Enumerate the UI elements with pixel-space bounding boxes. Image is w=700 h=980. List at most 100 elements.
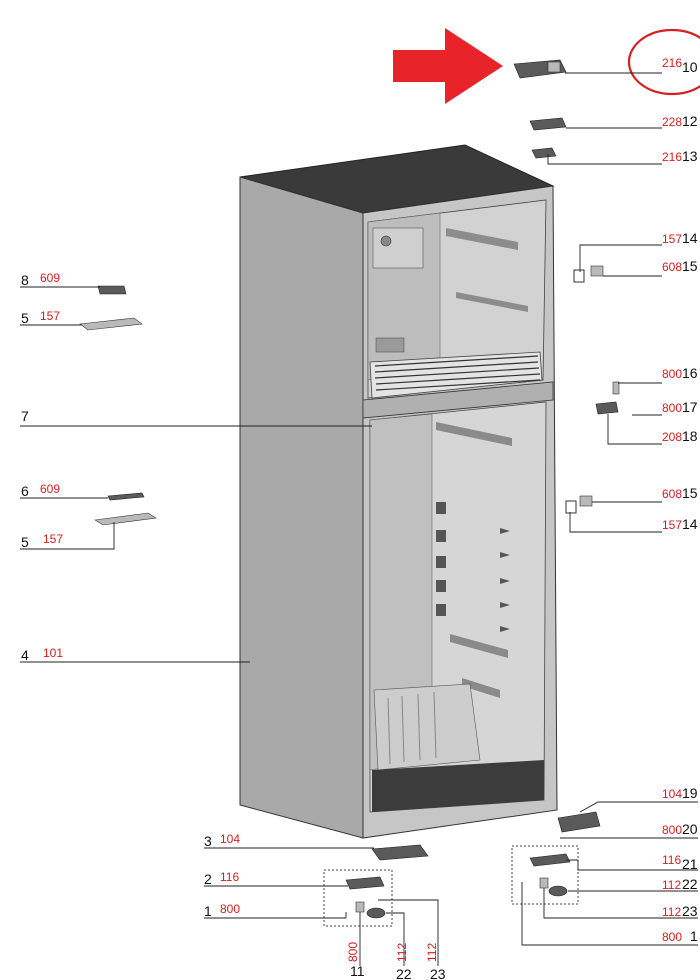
label-157-14a: 157 14 [662,230,698,246]
svg-text:112: 112 [662,878,681,892]
part-8 [97,285,127,295]
svg-text:14: 14 [682,230,698,246]
svg-text:800: 800 [662,367,682,381]
svg-text:23: 23 [682,903,698,919]
svg-text:157: 157 [43,532,63,546]
svg-text:4: 4 [21,647,29,663]
svg-text:157: 157 [662,232,682,246]
svg-text:8: 8 [21,272,29,288]
svg-text:21: 21 [682,856,698,872]
svg-text:800: 800 [662,823,682,837]
label-5-157a: 5 157 [21,309,60,326]
label-800-16: 800 16 [662,365,698,381]
label-22-112: 112 22 [395,943,412,980]
label-4-101: 4 101 [21,646,63,663]
label-112-22: 112 22 [662,876,698,892]
label-216-13: 216 13 [662,148,698,164]
leader-lines [20,72,698,966]
svg-text:6: 6 [21,483,29,499]
svg-text:157: 157 [662,518,682,532]
svg-text:20: 20 [682,821,698,837]
part-22l [355,901,365,913]
svg-text:11: 11 [350,963,365,979]
svg-text:112: 112 [425,943,439,962]
svg-text:3: 3 [204,833,212,849]
part-14b [565,500,577,514]
svg-text:17: 17 [682,399,698,415]
part-16 [612,381,620,395]
svg-text:22: 22 [682,876,698,892]
svg-text:101: 101 [43,646,63,660]
svg-text:208: 208 [662,430,682,444]
part-10-hinge [513,59,567,79]
svg-text:609: 609 [40,271,60,285]
svg-text:104: 104 [662,787,682,801]
svg-text:608: 608 [662,260,682,274]
part-14a [573,269,585,283]
part-23r [548,885,568,897]
part-19 [557,811,601,833]
label-208-18: 208 18 [662,428,698,444]
label-216-10: 216 10 [662,56,698,75]
part-6 [107,492,145,501]
svg-text:13: 13 [682,148,698,164]
svg-text:1: 1 [204,903,212,919]
svg-text:157: 157 [40,309,60,323]
part-18 [595,401,619,415]
svg-text:5: 5 [21,310,29,326]
svg-text:116: 116 [220,870,239,884]
label-157-14b: 157 14 [662,516,698,532]
svg-text:216: 216 [662,56,682,70]
label-2-116: 2 116 [204,870,239,887]
label-228-12: 228 12 [662,113,698,129]
svg-text:800: 800 [346,942,360,962]
svg-text:15: 15 [682,258,698,274]
label-6-609: 6 609 [21,482,60,499]
svg-text:19: 19 [682,785,698,801]
svg-text:800: 800 [662,930,682,944]
part-22r [539,877,549,889]
svg-text:800: 800 [662,401,682,415]
svg-text:1: 1 [690,928,698,944]
label-608-15b: 608 15 [662,485,698,501]
svg-text:116: 116 [662,853,681,867]
svg-text:16: 16 [682,365,698,381]
refrigerator-cabinet [239,144,558,839]
part-23l [366,907,386,919]
svg-text:18: 18 [682,428,698,444]
svg-text:104: 104 [220,832,240,846]
svg-text:23: 23 [430,966,446,980]
label-800-1-right: 800 1 [662,928,698,944]
svg-text:800: 800 [220,902,240,916]
svg-text:7: 7 [21,408,29,424]
label-112-23: 112 23 [662,903,698,919]
svg-text:608: 608 [662,487,682,501]
label-1-800: 1 800 [204,902,240,919]
part-13 [531,147,557,159]
svg-text:112: 112 [395,943,409,962]
label-7: 7 [21,408,29,424]
svg-text:609: 609 [40,482,60,496]
svg-text:2: 2 [204,871,212,887]
label-11-800: 800 11 [346,942,365,979]
part-3 [371,844,429,861]
svg-text:22: 22 [396,966,412,980]
svg-text:12: 12 [682,113,698,129]
label-5-157b: 5 157 [21,532,63,550]
right-arrow-icon [393,28,503,104]
label-800-20: 800 20 [662,821,698,837]
svg-text:15: 15 [682,485,698,501]
label-3-104: 3 104 [204,832,240,849]
label-800-17: 800 17 [662,399,698,415]
part-5b [94,512,157,526]
part-2 [345,876,385,890]
svg-text:5: 5 [21,534,29,550]
label-608-15a: 608 15 [662,258,698,274]
label-104-19: 104 19 [662,785,698,801]
label-116-21: 116 21 [662,853,698,872]
part-5a [79,317,143,331]
ellipse-highlight-icon [627,28,700,96]
crisper-area [372,683,544,812]
svg-text:14: 14 [682,516,698,532]
